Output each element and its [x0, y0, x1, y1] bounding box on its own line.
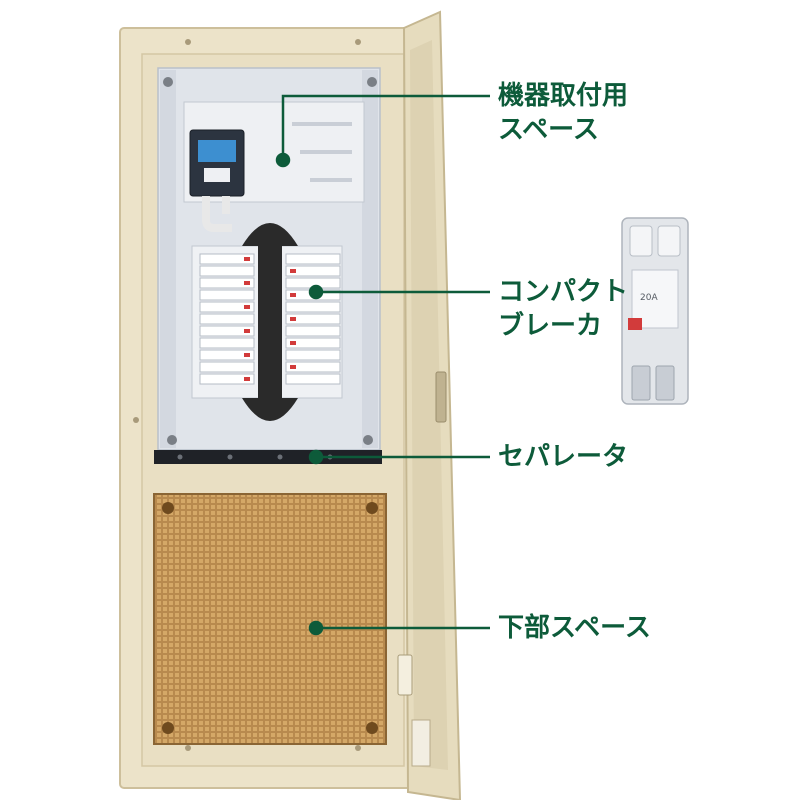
main-breaker — [189, 129, 245, 232]
callout-lower-space-line-1: 下部スペース — [498, 613, 651, 643]
callout-equipment-space-line-2: スペース — [498, 115, 599, 145]
callout-equipment-space-line-1: 機器取付用 — [498, 81, 629, 111]
cabinet-door — [397, 10, 462, 800]
lower-mesh-panel — [153, 493, 387, 745]
callout-leaders — [275, 94, 490, 636]
leader-equipment-space — [281, 94, 490, 160]
callout-lower-space: 下部スペース — [498, 611, 651, 645]
breaker-rating-label: 20A — [640, 293, 658, 303]
branch-breaker-block — [191, 223, 343, 421]
left-breaker-rows — [199, 253, 255, 385]
callout-separator: セパレータ — [498, 440, 628, 474]
leader-dot-lower-space — [308, 620, 324, 636]
callout-equipment-space: 機器取付用 スペース — [498, 79, 628, 147]
callout-compact-breaker-line-2: ブレーカ — [498, 311, 603, 341]
right-breaker-rows — [285, 253, 341, 385]
callout-separator-line-1: セパレータ — [498, 442, 629, 472]
callout-compact-breaker-line-1: コンパクト — [498, 277, 629, 307]
leader-dot-separator — [308, 449, 324, 465]
leader-dot-equipment-space — [275, 152, 291, 168]
callout-compact-breaker: コンパクト ブレーカ — [498, 275, 628, 343]
compact-breaker-photo: 20A — [621, 217, 689, 405]
leader-dot-compact-breaker — [308, 284, 324, 300]
